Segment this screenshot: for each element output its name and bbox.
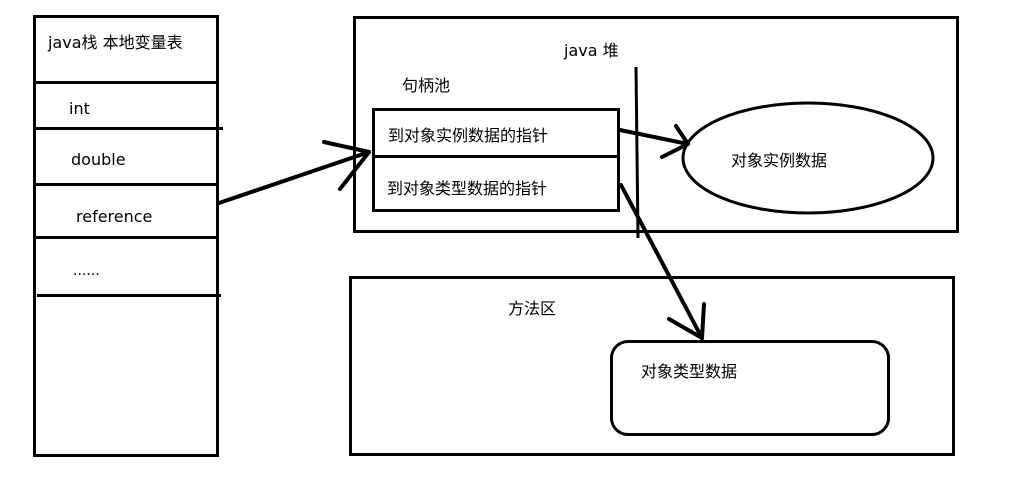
java-stack-title: java栈 本地变量表 — [48, 33, 183, 52]
stack-row-ellipsis: ...... — [73, 263, 100, 279]
object-type-data-label: 对象类型数据 — [641, 362, 738, 381]
java-heap-title: java 堆 — [564, 41, 619, 60]
reference-to-handle-arrow — [217, 140, 371, 205]
stack-row-reference: reference — [76, 207, 153, 226]
handle-pool — [372, 108, 620, 212]
stack-divider-1 — [33, 81, 219, 84]
object-instance-data-label: 对象实例数据 — [731, 151, 828, 170]
stack-row-double: double — [71, 150, 126, 169]
stack-divider-4 — [33, 236, 217, 239]
handle-instance-pointer: 到对象实例数据的指针 — [388, 126, 549, 145]
stack-divider-5 — [37, 294, 221, 297]
stack-divider-3 — [33, 183, 219, 186]
stack-row-int: int — [69, 99, 90, 118]
handle-type-pointer: 到对象类型数据的指针 — [387, 179, 548, 198]
method-area-title: 方法区 — [508, 299, 557, 318]
handle-pool-title: 句柄池 — [402, 76, 451, 95]
handle-pool-divider — [372, 155, 620, 158]
stack-divider-2 — [33, 127, 223, 130]
object-type-data-box — [610, 340, 890, 436]
